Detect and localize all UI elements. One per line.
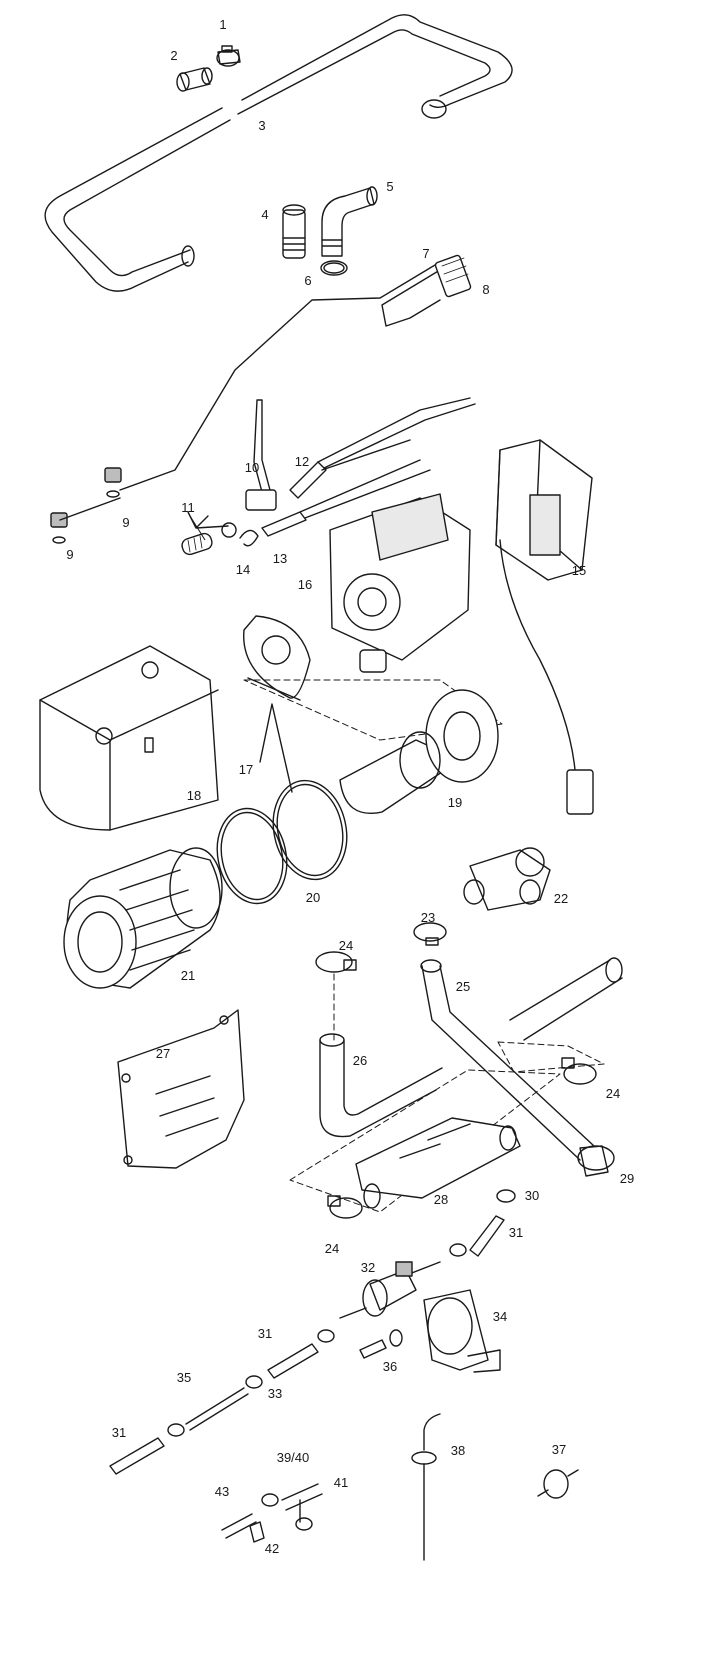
part-15-control-unit (495, 439, 594, 815)
part-24-clamp-right (561, 1057, 597, 1085)
callout-42: 42 (265, 1541, 279, 1556)
callout-8: 8 (482, 282, 489, 297)
callout-24c: 24 (325, 1241, 339, 1256)
callout-7: 7 (422, 246, 429, 261)
callout-33: 33 (268, 1386, 282, 1401)
part-33-hose-clamps (167, 1243, 467, 1437)
part-21-heat-exchanger (63, 847, 223, 989)
part-31-fuel-hose-middle (267, 1343, 319, 1379)
callout-29: 29 (620, 1171, 634, 1186)
part-24-clamp-upper (315, 951, 357, 1041)
callout-16: 16 (298, 577, 312, 592)
part-34-pump-holder (423, 1289, 501, 1373)
callout-4: 4 (261, 207, 268, 222)
part-26-air-intake-pipe (319, 1033, 443, 1138)
part-24-clamp-lower (327, 1195, 363, 1219)
part-29-end-sleeve (577, 1145, 615, 1177)
part-9-sensor-lower (50, 497, 121, 544)
callout-19: 19 (448, 795, 462, 810)
part-30-clamp (496, 1189, 516, 1203)
callout-22: 22 (554, 891, 568, 906)
callout-13: 13 (273, 551, 287, 566)
assembly-outline-lower (289, 1041, 605, 1213)
part-19-combustion-tube (339, 689, 499, 814)
callout-11: 11 (181, 500, 195, 515)
part-5-elbow-connector (321, 186, 378, 257)
part-1-hose-clamp (216, 45, 241, 67)
callout-35: 35 (177, 1370, 191, 1385)
part-11-strainer (181, 511, 237, 556)
callout-41: 41 (334, 1475, 348, 1490)
part-8-wiring-harness (119, 254, 472, 491)
part-2-pipe-connector (176, 67, 213, 92)
part-3-coolant-hose (44, 14, 513, 292)
callout-28: 28 (434, 1192, 448, 1207)
callout-15: 15 (572, 563, 586, 578)
part-22-water-pump (463, 847, 551, 911)
callout-36: 36 (383, 1359, 397, 1374)
part-27-mounting-bracket (117, 1009, 245, 1169)
part-39-40-clamps (261, 1493, 313, 1531)
part-10-temperature-sensor (245, 399, 277, 511)
callout-21: 21 (181, 968, 195, 983)
callout-9a: 9 (122, 515, 129, 530)
callout-31b: 31 (258, 1326, 272, 1341)
callout-6: 6 (304, 273, 311, 288)
callout-labels: 1 2 3 4 5 6 7 8 9 9 10 11 12 13 14 15 16… (66, 17, 634, 1556)
part-32-fuel-pump (339, 1261, 441, 1319)
callout-23: 23 (421, 910, 435, 925)
callout-5: 5 (386, 179, 393, 194)
callout-34: 34 (493, 1309, 507, 1324)
part-12-glow-plug (289, 397, 476, 499)
assembly-outline (243, 679, 503, 741)
callout-3: 3 (258, 118, 265, 133)
part-42-sleeve (249, 1521, 265, 1543)
part-4-straight-connector (282, 204, 306, 259)
part-43-hose (221, 1513, 257, 1539)
callout-2: 2 (170, 48, 177, 63)
part-13-flame-sensor (261, 459, 431, 537)
part-20-seal-rings (216, 779, 348, 905)
callout-38: 38 (451, 1443, 465, 1458)
part-25-flexible-exhaust (420, 957, 623, 1161)
part-16-burner-head (329, 493, 471, 673)
part-36-fuel-filter (359, 1329, 403, 1359)
part-28-exhaust-silencer (355, 1117, 521, 1209)
callout-30: 30 (525, 1188, 539, 1203)
part-41-t-piece (281, 1483, 323, 1523)
callout-39-40: 39/40 (277, 1450, 310, 1465)
callout-17: 17 (239, 762, 253, 777)
callout-31a: 31 (509, 1225, 523, 1240)
part-31-fuel-hose-lower (109, 1437, 165, 1475)
part-23-clamp (413, 922, 447, 946)
callout-26: 26 (353, 1053, 367, 1068)
callout-25: 25 (456, 979, 470, 994)
callout-1: 1 (219, 17, 226, 32)
callout-9b: 9 (66, 547, 73, 562)
callout-27: 27 (156, 1046, 170, 1061)
callout-43: 43 (215, 1484, 229, 1499)
callout-32: 32 (361, 1260, 375, 1275)
part-14-retaining-clip (239, 529, 259, 547)
part-18-heater-housing (39, 645, 219, 831)
part-35-fuel-line (185, 1387, 249, 1431)
callout-24a: 24 (339, 938, 353, 953)
part-17-gasket (243, 615, 311, 793)
part-37-fuel-damper (537, 1469, 579, 1499)
part-6-o-ring (320, 260, 348, 276)
callout-18: 18 (187, 788, 201, 803)
part-9-sensor-upper (104, 467, 122, 498)
leader-lines (189, 515, 206, 541)
callout-24b: 24 (606, 1086, 620, 1101)
callout-10: 10 (245, 460, 259, 475)
callout-31c: 31 (112, 1425, 126, 1440)
callout-37: 37 (552, 1442, 566, 1457)
part-31-fuel-hose-upper (469, 1215, 505, 1257)
part-38-tank-pickup (411, 1413, 441, 1561)
callout-14: 14 (236, 562, 250, 577)
callout-12: 12 (295, 454, 309, 469)
callout-20: 20 (306, 890, 320, 905)
